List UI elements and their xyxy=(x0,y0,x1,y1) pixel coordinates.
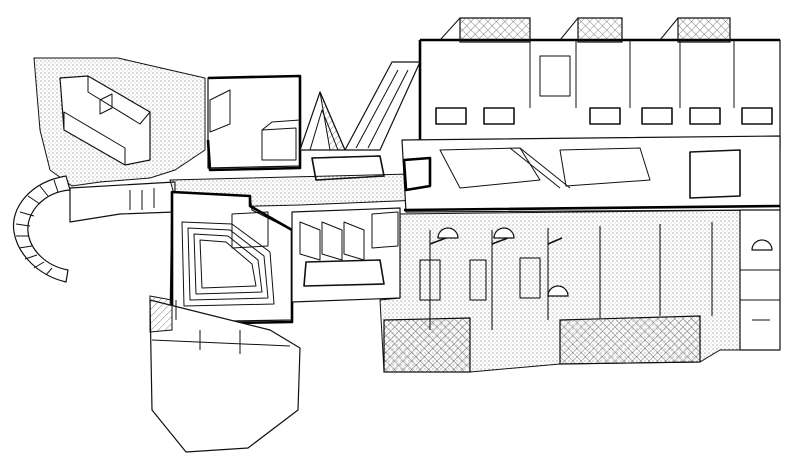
east-room-range xyxy=(418,17,781,151)
east-gallery-corridor xyxy=(401,135,781,213)
lower-hatched-courtyard xyxy=(379,209,761,373)
east-service-tower xyxy=(739,209,781,351)
auditorium-block xyxy=(169,190,294,326)
central-hall-block xyxy=(206,74,302,172)
pyramid-roof xyxy=(299,91,346,151)
entry-walk xyxy=(69,181,176,223)
south-pointed-wing xyxy=(149,295,301,453)
curved-stair xyxy=(12,175,71,283)
connector-bridge xyxy=(344,61,421,151)
central-courtyard-screens xyxy=(291,207,401,303)
west-terrace-wing xyxy=(33,57,206,187)
